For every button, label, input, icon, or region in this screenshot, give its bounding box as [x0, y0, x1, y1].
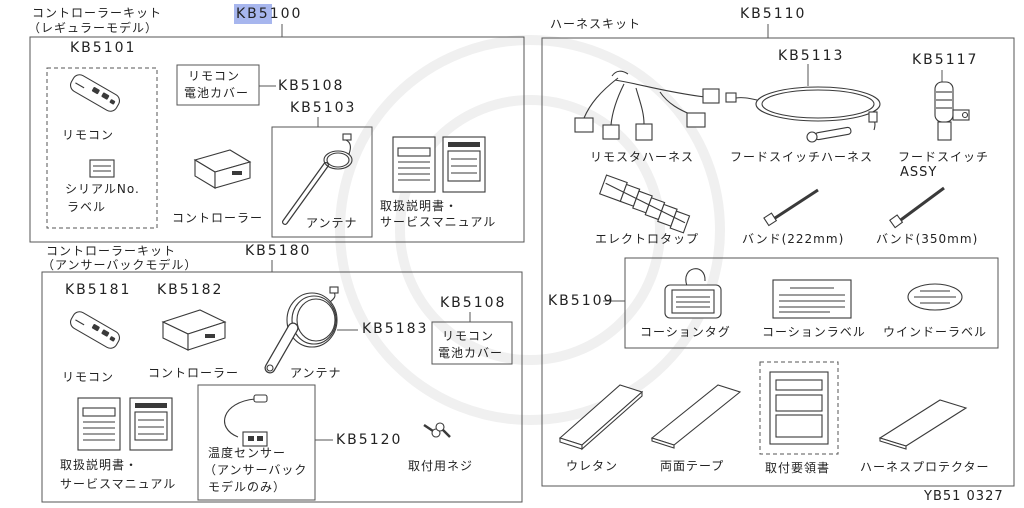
part-code-kb5180[interactable]: KB5180	[245, 243, 312, 259]
caution-tag-label: コーションタグ	[640, 325, 731, 339]
temp-sensor-label: モデルのみ）	[208, 480, 287, 494]
electro-tap-icon	[598, 174, 691, 234]
part-code-kb5117[interactable]: KB5117	[912, 52, 979, 68]
manuals-label: サービスマニュアル	[380, 215, 497, 229]
battery-cover-label: リモコン	[188, 69, 241, 83]
temp-sensor-icon	[224, 394, 268, 447]
controller-label: コントローラー	[172, 211, 264, 225]
battery-cover-box	[431, 312, 513, 365]
band-222-label: バンド(222mm)	[742, 232, 845, 246]
screws-icon	[423, 422, 451, 438]
temp-sensor-label: 温度センサー	[208, 446, 287, 460]
temp-sensor-frame	[197, 384, 333, 501]
battery-cover-label: 電池カバー	[184, 86, 250, 100]
manuals-label: 取扱説明書・	[380, 199, 459, 213]
part-code-kb5101[interactable]: KB5101	[70, 40, 137, 56]
controller-label: コントローラー	[148, 366, 240, 380]
watermark-emblem	[335, 35, 725, 425]
hood-switch-harness-icon	[725, 64, 881, 143]
kb5101-dashed-group	[46, 67, 158, 229]
regular-kit-subtitle: （レギュラーモデル）	[28, 21, 159, 35]
window-label-icon	[907, 283, 963, 311]
battery-cover-label: 電池カバー	[438, 346, 504, 360]
answerback-kit-subtitle: （アンサーバックモデル）	[42, 258, 198, 272]
temp-sensor-label: （アンサーバック	[204, 463, 308, 477]
part-code-kb5108[interactable]: KB5108	[440, 295, 507, 311]
drawing-id: YB51 0327	[924, 489, 1004, 504]
controller-icon	[193, 149, 252, 189]
answerback-kit-title: コントローラーキット	[46, 244, 177, 258]
part-code-kb5103[interactable]: KB5103	[290, 100, 357, 116]
harness-protector-icon	[878, 399, 968, 450]
antenna-label: アンテナ	[306, 216, 358, 230]
caution-tag-icon	[664, 268, 722, 319]
antenna-label: アンテナ	[290, 366, 342, 380]
harness-kit-frame	[541, 24, 1015, 487]
part-code-kb5100[interactable]: KB5100	[236, 6, 303, 22]
part-code-kb5108[interactable]: KB5108	[278, 78, 345, 94]
serial-label-text: ラベル	[67, 200, 107, 214]
manuals-label: 取扱説明書・	[60, 458, 139, 472]
double-sided-tape-label: 両面テープ	[660, 459, 725, 473]
band-350-icon	[889, 186, 945, 229]
serial-label-icon	[89, 159, 115, 178]
antenna-frame	[271, 117, 373, 238]
battery-cover-box	[176, 64, 276, 106]
selection-highlight	[234, 4, 272, 24]
manuals-icon	[392, 136, 486, 193]
regular-kit-title: コントローラーキット	[32, 6, 163, 20]
install-guide-icon	[759, 361, 839, 455]
manuals-icon	[77, 397, 173, 451]
hood-switch-assy-icon	[934, 70, 970, 141]
caution-set-frame	[603, 257, 999, 349]
part-code-kb5120[interactable]: KB5120	[336, 432, 403, 448]
part-code-kb5182[interactable]: KB5182	[157, 282, 224, 298]
double-sided-tape-icon	[650, 384, 742, 449]
hood-switch-harness-label: フードスイッチハーネス	[730, 150, 874, 164]
part-code-kb5181[interactable]: KB5181	[65, 282, 132, 298]
band-222-icon	[763, 188, 819, 227]
screws-label: 取付用ネジ	[408, 459, 474, 473]
controller-icon	[161, 309, 227, 351]
remote-start-harness-label: リモスタハーネス	[590, 150, 695, 164]
caution-label-label: コーションラベル	[762, 325, 866, 339]
serial-label-text: シリアルNo.	[65, 182, 140, 196]
electro-tap-label: エレクトロタップ	[595, 232, 700, 246]
part-code-kb5183[interactable]: KB5183	[362, 321, 429, 337]
part-code-kb5110[interactable]: KB5110	[740, 6, 807, 22]
battery-cover-label: リモコン	[442, 329, 495, 343]
urethane-label: ウレタン	[566, 459, 619, 473]
urethane-icon	[558, 384, 644, 451]
install-guide-label: 取付要領書	[765, 461, 831, 475]
answerback-kit-frame	[41, 260, 523, 503]
caution-label-icon	[772, 279, 852, 319]
hood-switch-assy-label: フードスイッチ	[898, 150, 990, 164]
remote-label: リモコン	[62, 128, 115, 142]
part-code-kb5109[interactable]: KB5109	[548, 293, 615, 309]
antenna-coil-icon	[264, 286, 358, 374]
remote-start-harness-icon	[574, 70, 720, 141]
remote-icon	[69, 74, 121, 112]
part-code-kb5113[interactable]: KB5113	[778, 48, 845, 64]
harness-protector-label: ハーネスプロテクター	[860, 460, 990, 474]
hood-switch-assy-label: ASSY	[900, 165, 938, 180]
regular-kit-frame	[29, 24, 525, 243]
harness-kit-title: ハーネスキット	[550, 17, 642, 31]
band-350-label: バンド(350mm)	[876, 232, 979, 246]
remote-label: リモコン	[62, 370, 115, 384]
antenna-icon	[282, 133, 353, 225]
window-label-label: ウインドーラベル	[883, 325, 988, 339]
manuals-label: サービスマニュアル	[60, 477, 177, 491]
remote-icon	[69, 311, 121, 349]
